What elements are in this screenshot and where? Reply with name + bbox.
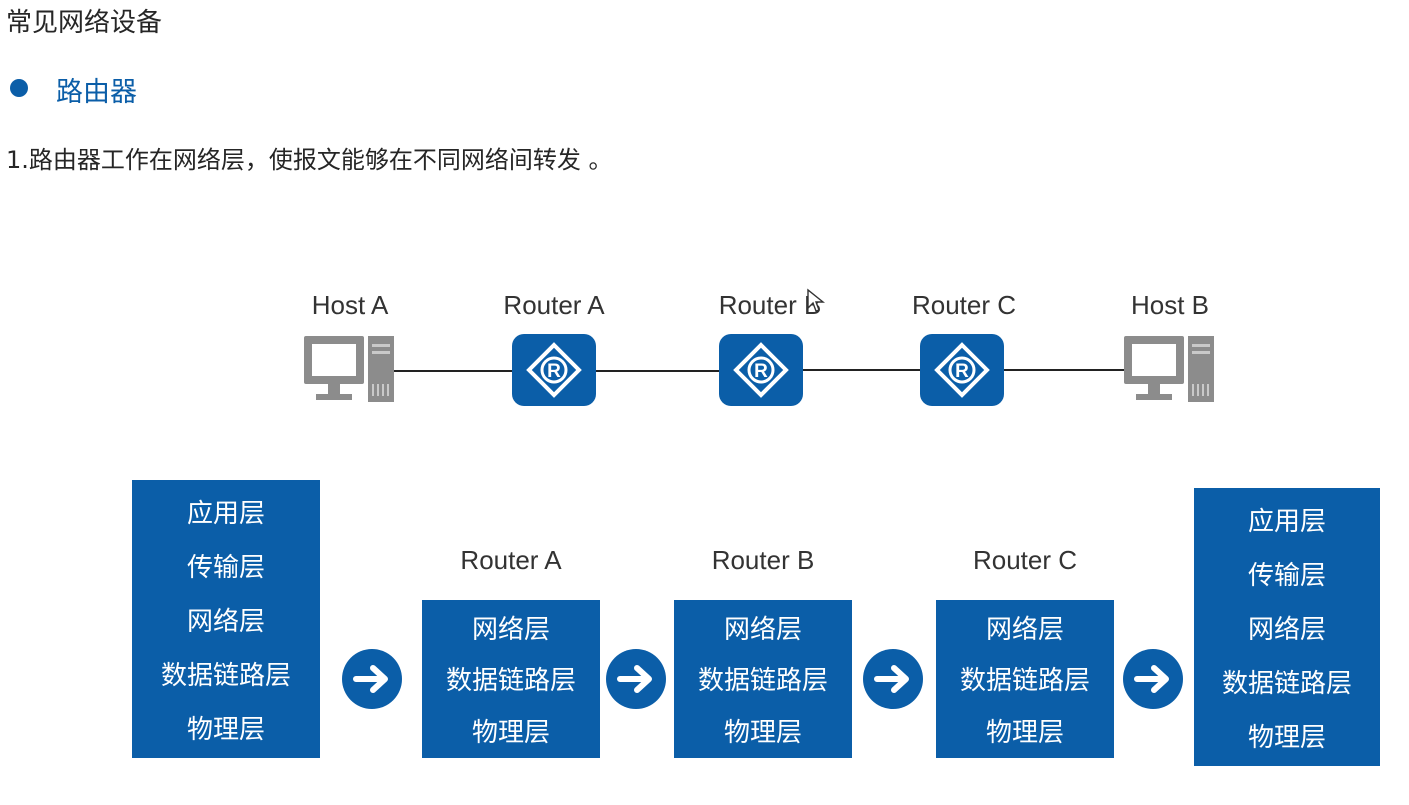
router-icon: R bbox=[920, 334, 1004, 406]
arrow-right-icon bbox=[342, 649, 402, 709]
svg-text:R: R bbox=[547, 361, 561, 382]
link-routera-routerb bbox=[594, 370, 722, 372]
router-c-label: Router C bbox=[911, 290, 1017, 320]
layer-application: 应用层 bbox=[186, 498, 265, 529]
layer-transport: 传输层 bbox=[1247, 560, 1326, 591]
host-a-label: Host A bbox=[311, 290, 389, 320]
layer-data-link: 数据链路层 bbox=[697, 666, 828, 697]
router-a-label: Router A bbox=[503, 290, 605, 320]
description-text: 1.路由器工作在网络层，使报文能够在不同网络间转发 。 bbox=[6, 146, 613, 174]
arrow-right-icon bbox=[1123, 649, 1183, 709]
router-c-stack-title: Router C bbox=[972, 545, 1078, 575]
layer-data-link: 数据链路层 bbox=[1221, 668, 1352, 699]
svg-text:R: R bbox=[754, 361, 768, 382]
layer-physical: 物理层 bbox=[186, 714, 265, 745]
layer-physical: 物理层 bbox=[471, 717, 550, 748]
link-routerb-routerc bbox=[802, 369, 924, 371]
host-b-label: Host B bbox=[1130, 290, 1210, 320]
router-b-protocol-stack: 网络层 数据链路层 物理层 bbox=[674, 600, 852, 758]
layer-data-link: 数据链路层 bbox=[959, 666, 1090, 697]
layer-network: 网络层 bbox=[985, 615, 1064, 646]
computer-icon bbox=[304, 336, 394, 402]
router-a-stack-title: Router A bbox=[460, 545, 562, 575]
page-title: 常见网络设备 bbox=[6, 8, 163, 38]
router-icon: R bbox=[719, 334, 803, 406]
layer-network: 网络层 bbox=[723, 615, 802, 646]
host-b-protocol-stack: 应用层 传输层 网络层 数据链路层 物理层 bbox=[1194, 488, 1380, 766]
section-title: 路由器 bbox=[56, 77, 137, 108]
router-a-protocol-stack: 网络层 数据链路层 物理层 bbox=[422, 600, 600, 758]
layer-physical: 物理层 bbox=[985, 717, 1064, 748]
layer-network: 网络层 bbox=[186, 606, 265, 637]
router-b-stack-title: Router B bbox=[711, 545, 815, 575]
mouse-cursor-icon bbox=[807, 288, 825, 312]
layer-physical: 物理层 bbox=[723, 717, 802, 748]
layer-data-link: 数据链路层 bbox=[160, 660, 291, 691]
layer-network: 网络层 bbox=[471, 615, 550, 646]
arrow-right-icon bbox=[863, 649, 923, 709]
computer-icon bbox=[1124, 336, 1214, 402]
svg-text:R: R bbox=[955, 361, 969, 382]
layer-application: 应用层 bbox=[1247, 506, 1326, 537]
host-a-protocol-stack: 应用层 传输层 网络层 数据链路层 物理层 bbox=[132, 480, 320, 758]
link-routerc-hostb bbox=[1004, 369, 1126, 371]
layer-data-link: 数据链路层 bbox=[445, 666, 576, 697]
link-hosta-routera bbox=[392, 370, 514, 372]
layer-physical: 物理层 bbox=[1247, 722, 1326, 753]
router-c-protocol-stack: 网络层 数据链路层 物理层 bbox=[936, 600, 1114, 758]
router-icon: R bbox=[512, 334, 596, 406]
layer-network: 网络层 bbox=[1247, 614, 1326, 645]
router-b-label: Router B bbox=[718, 290, 822, 320]
bullet-icon bbox=[10, 79, 28, 97]
layer-transport: 传输层 bbox=[186, 552, 265, 583]
arrow-right-icon bbox=[606, 649, 666, 709]
